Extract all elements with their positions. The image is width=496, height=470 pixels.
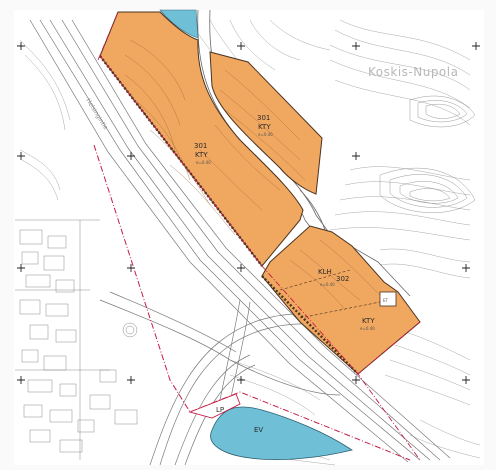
zone-302-contours <box>289 239 381 311</box>
zone-302 <box>261 225 421 375</box>
zone-klh-code: KLH <box>318 268 332 276</box>
zone-301-west <box>99 11 304 267</box>
zone-302-elev: e=0.40 <box>320 282 335 287</box>
zone-301-east-code: KTY <box>258 123 271 131</box>
zone-301-west-id: 301 <box>194 142 207 150</box>
plan-boundary-south <box>93 144 411 461</box>
plan-boundary-east <box>357 321 421 375</box>
zone-kty-south-elev: e=0.40 <box>360 326 375 331</box>
zone-301-contours <box>124 39 281 236</box>
lake-south <box>210 406 353 460</box>
zone-301-east-id: 301 <box>257 114 270 122</box>
highway <box>29 19 451 463</box>
zone-301-west-code: KTY <box>195 151 208 159</box>
lp-label: LP <box>216 406 224 414</box>
urban-blocks <box>15 219 138 460</box>
lp-plot <box>188 393 241 419</box>
zone-301-east-contours <box>219 69 306 181</box>
zone-302-subdivision <box>279 269 391 319</box>
zone-301-east-elev: e=0.40 <box>258 132 273 137</box>
lake-north <box>159 9 199 39</box>
zone-301-west-elev: e=0.40 <box>196 160 211 165</box>
plan-boundary-west <box>97 11 421 461</box>
interchange-ramps <box>99 291 371 466</box>
zone-302-edge-hatch <box>261 275 359 375</box>
zone-kty-south-code: KTY <box>362 317 375 325</box>
zone-301-east <box>209 51 323 195</box>
ev-label: EV <box>254 426 263 434</box>
place-name-label: Koskis-Nupola <box>368 65 458 79</box>
building-plot <box>379 291 397 307</box>
et-label: ET <box>383 298 389 303</box>
zone-302-id: 302 <box>336 275 349 283</box>
crosshair-marker-icon <box>17 42 480 384</box>
